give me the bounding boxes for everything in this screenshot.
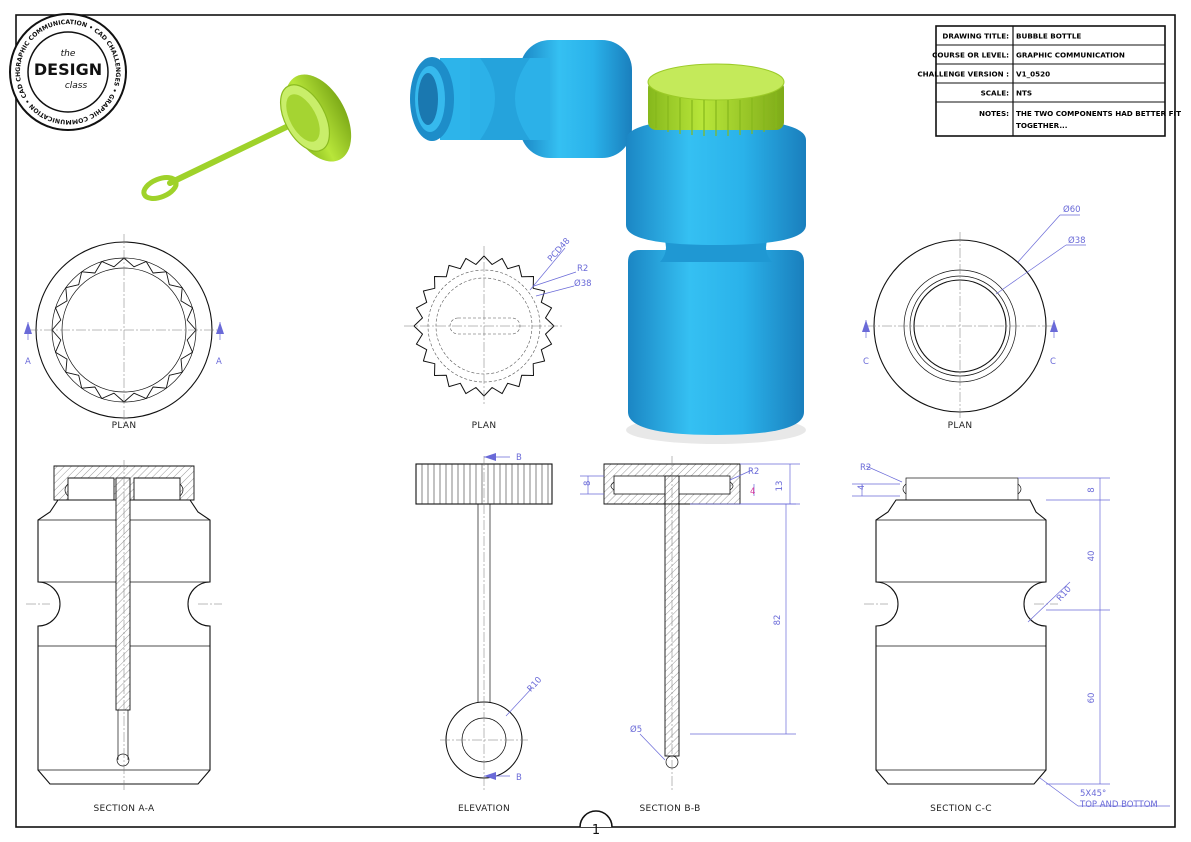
plan-view-1: A A PLAN bbox=[24, 234, 224, 431]
dim-r2-section-b: R2 bbox=[748, 467, 759, 477]
dim-d38-plan: Ø38 bbox=[574, 278, 592, 289]
dim-60: 60 bbox=[1087, 693, 1097, 704]
title-block: DRAWING TITLE: BUBBLE BOTTLE COURSE OR L… bbox=[917, 25, 1181, 137]
dim-d60: Ø60 bbox=[1063, 204, 1081, 215]
section-letter-b-bottom: B bbox=[516, 773, 522, 783]
title-block-value-4: THE TWO COMPONENTS HAD BETTER FIT bbox=[1016, 109, 1181, 118]
render-bottle-lying bbox=[410, 40, 632, 158]
dim-4-section-c: 4 bbox=[857, 485, 867, 490]
sheet-number: 1 bbox=[592, 823, 600, 838]
section-letter-c-right: C bbox=[1050, 357, 1056, 367]
elevation-ribs bbox=[421, 464, 549, 504]
logo-line2: DESIGN bbox=[34, 60, 102, 79]
section-letter-a-left: A bbox=[25, 357, 31, 367]
elevation-view: B B R10 ELEVATION bbox=[415, 453, 553, 814]
view-title-plan-2: PLAN bbox=[472, 421, 497, 431]
dim-4-section-b: 4 bbox=[750, 487, 755, 497]
view-title-section-c-c: SECTION C-C bbox=[930, 804, 992, 814]
dim-pcd48: PCD48 bbox=[546, 236, 572, 264]
title-block-label-4: NOTES: bbox=[979, 109, 1009, 118]
view-title-section-b-b: SECTION B-B bbox=[639, 804, 700, 814]
dim-40: 40 bbox=[1087, 551, 1097, 562]
view-title-plan-3: PLAN bbox=[948, 421, 973, 431]
section-marker-a-left: A bbox=[24, 322, 32, 367]
render-bottle-standing bbox=[626, 63, 806, 444]
render-bubble-wand bbox=[141, 74, 352, 201]
dim-8-section-b: 8 bbox=[583, 481, 593, 486]
dim-r2-section-c: R2 bbox=[860, 463, 871, 473]
title-block-label-1: COURSE OR LEVEL: bbox=[932, 51, 1009, 60]
title-block-label-0: DRAWING TITLE: bbox=[942, 32, 1009, 41]
design-class-logo: GRAPHIC COMMUNICATION • CAD CHALLENGES •… bbox=[0, 0, 127, 131]
section-letter-b-top: B bbox=[516, 453, 522, 463]
section-letter-a-right: A bbox=[216, 357, 222, 367]
title-block-value-0: BUBBLE BOTTLE bbox=[1016, 32, 1081, 41]
sheet-number-tab: 1 bbox=[579, 810, 613, 838]
plan-view-2: PCD48 R2 Ø38 PLAN bbox=[404, 236, 592, 431]
dim-r10-section-c: R10 bbox=[1055, 585, 1074, 604]
title-block-value-1: GRAPHIC COMMUNICATION bbox=[1016, 51, 1125, 60]
logo-line1: the bbox=[61, 49, 76, 59]
section-marker-c-right: C bbox=[1050, 320, 1058, 367]
section-a-a-view: SECTION A-A bbox=[26, 460, 222, 814]
section-marker-c-left: C bbox=[862, 320, 870, 367]
dim-chamfer-note: TOP AND BOTTOM bbox=[1079, 800, 1158, 810]
title-block-value-2: V1_0520 bbox=[1016, 70, 1050, 79]
logo-line3: class bbox=[65, 81, 88, 91]
section-letter-c-left: C bbox=[863, 357, 869, 367]
view-title-plan-1: PLAN bbox=[112, 421, 137, 431]
plan-view-3: Ø60 Ø38 C C PLAN bbox=[862, 204, 1086, 431]
view-title-elevation: ELEVATION bbox=[458, 804, 510, 814]
title-block-value-3: NTS bbox=[1016, 89, 1032, 98]
title-block-label-3: SCALE: bbox=[981, 89, 1010, 98]
view-title-section-a-a: SECTION A-A bbox=[94, 804, 156, 814]
section-marker-a-right: A bbox=[216, 322, 224, 367]
title-block-value-4b: TOGETHER... bbox=[1016, 121, 1068, 130]
title-block-label-2: CHALLENGE VERSION : bbox=[917, 70, 1009, 79]
dim-r2-plan: R2 bbox=[577, 264, 588, 274]
dim-82: 82 bbox=[773, 615, 783, 626]
dim-r10-elevation: R10 bbox=[526, 675, 545, 694]
dim-d5: Ø5 bbox=[630, 724, 642, 735]
dim-chamfer: 5X45° bbox=[1080, 789, 1106, 799]
dim-8-section-c: 8 bbox=[1087, 487, 1097, 492]
dim-13: 13 bbox=[775, 481, 785, 492]
dim-d38-plan3: Ø38 bbox=[1068, 235, 1086, 246]
section-c-c-view: 8 40 60 R10 R2 4 5X45° TOP AND BOTTOM SE… bbox=[852, 463, 1170, 814]
section-b-b-view: 13 4 R2 8 82 Ø5 SECTION B-B bbox=[580, 456, 800, 814]
